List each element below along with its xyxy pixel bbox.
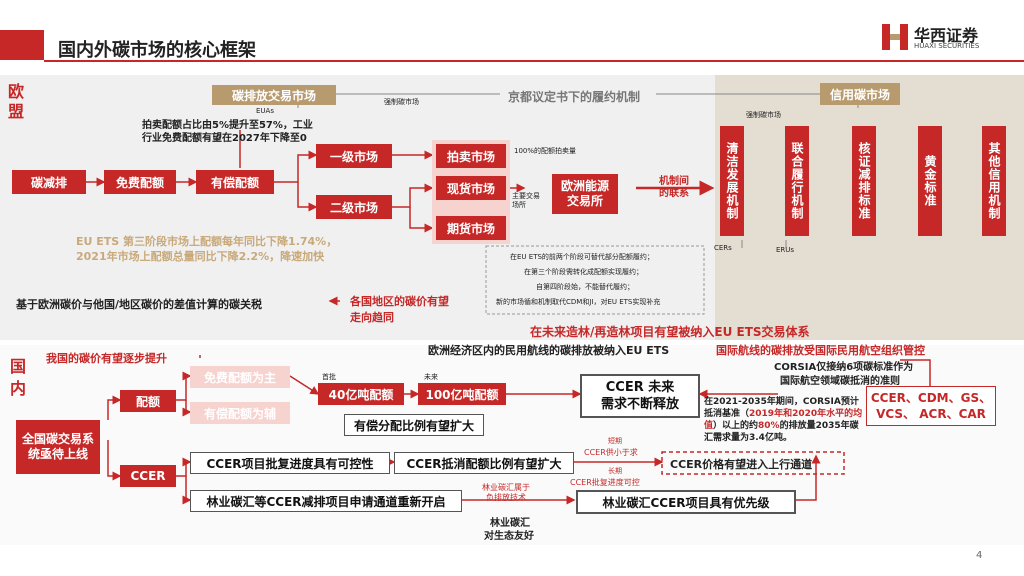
- credit-mechanism-other: 其他信用机制: [982, 126, 1006, 236]
- erus-label: ERUs: [776, 246, 795, 254]
- approval-control-label: CCER批复进度可控: [570, 478, 640, 487]
- corsia-line2: 国际航空领域碳抵消的准则: [780, 376, 900, 387]
- free-primary-box: 免费配额为主: [190, 366, 290, 388]
- auction-market-box: 拍卖市场: [436, 144, 506, 168]
- corsia-demand-line3: ）以上的约: [713, 421, 759, 431]
- brand-name-en: HUAXI SECURITIES: [914, 42, 980, 50]
- cap-note-line1: EU ETS 第三阶段市场上配额每年同比下降1.74%，: [76, 235, 338, 248]
- offset-note-3: 自第四阶段始，不能替代履约；: [536, 283, 634, 291]
- standards-line2: VCS、 ACR、CAR: [876, 407, 986, 421]
- price-rise-note: 我国的碳价有望逐步提升: [46, 352, 167, 365]
- offset-note-1: 在EU ETS的前两个阶段可替代部分配额履约；: [510, 253, 654, 261]
- paid-quota-box: 有偿配额: [196, 170, 274, 194]
- offset-note-4: 新的市场循和机制取代CDM和JI，对EU ETS实现补充: [496, 298, 661, 306]
- paid-secondary-box: 有偿配额为辅: [190, 402, 290, 424]
- cn-section-background: [0, 345, 1024, 545]
- kyoto-mechanism-label: 京都议定书下的履约机制: [508, 90, 641, 104]
- forestry-eco-line2: 对生态友好: [484, 531, 534, 542]
- free-quota-box: 免费配额: [104, 170, 176, 194]
- corsia-demand-text: 在2021-2035年期间，CORSIA预计抵消基准（2019年和2020年水平…: [704, 396, 864, 444]
- national-system-box: 全国碳交易系统亟待上线: [16, 420, 100, 474]
- linkage-label: 机制间的联系: [659, 176, 689, 199]
- futures-market-box: 期货市场: [436, 216, 506, 240]
- forestry-reopen-box: 林业碳汇等CCER减排项目申请通道重新开启: [190, 490, 462, 512]
- paid-expand-box: 有偿分配比例有望扩大: [344, 414, 484, 436]
- corsia-demand-line2: 计抵消基准（: [704, 397, 859, 419]
- auction-volume-note: 100%的配额拍卖量: [514, 147, 577, 155]
- page-title: 国内外碳市场的核心框架: [58, 40, 256, 61]
- corsia-demand-line5: 2035年碳汇需求量为3.4亿吨。: [704, 421, 859, 443]
- ccer-demand-line2: 需求不断释放: [600, 397, 679, 412]
- first-batch-label: 首批: [322, 373, 336, 381]
- long-term-label: 长期: [608, 467, 622, 475]
- cn-quota-box: 配额: [120, 390, 176, 412]
- credit-market-label: 信用碳市场: [820, 83, 900, 105]
- eu-region-label: 欧盟: [8, 82, 25, 121]
- corsia-demand-highlight: 2019年和2020年水平的均值: [704, 409, 863, 431]
- exchange-box: 欧洲能源交易所: [552, 174, 618, 214]
- credit-mechanism-gold: 黄金标准: [918, 126, 942, 236]
- convergence-line2: 走向趋同: [350, 311, 394, 324]
- corsia-demand-line1: 在2021-2035年期间，CORSIA预: [704, 397, 850, 407]
- forestry-belongs-line1: 林业碳汇属于: [482, 483, 530, 492]
- reforestation-note: 在未来造林/再造林项目有望被纳入EU ETS交易体系: [530, 325, 810, 339]
- aviation-eu-note: 欧洲经济区内的民用航线的碳排放被纳入EU ETS: [428, 344, 670, 357]
- carbon-reduction-box: 碳减排: [12, 170, 86, 194]
- ccer-approval-box: CCER项目批复进度具有可控性: [190, 452, 390, 474]
- corsia-demand-pct: 80%: [758, 421, 780, 431]
- ccer-demand-line1: CCER 未来: [605, 380, 675, 395]
- future-label: 未来: [424, 373, 438, 381]
- corsia-demand-line4: 的排放量: [779, 421, 816, 431]
- credit-mechanism-ver: 核证减排标准: [852, 126, 876, 236]
- convergence-line1: 各国地区的碳价有望: [350, 295, 449, 308]
- forestry-eco-line1: 林业碳汇: [490, 518, 530, 529]
- supply-short-label: CCER供小于求: [584, 448, 638, 457]
- credit-mechanism-ji: 联合履行机制: [785, 126, 809, 236]
- quota-100-box: 100亿吨配额: [418, 383, 506, 405]
- offset-note-2: 在第三个阶段需转化成配额实现履约；: [524, 268, 643, 276]
- aviation-intl-note: 国际航线的碳排放受国际民用航空组织管控: [716, 344, 925, 357]
- standards-line1: CCER、CDM、GS、: [870, 391, 992, 405]
- standards-box: CCER、CDM、GS、 VCS、 ACR、CAR: [866, 386, 996, 426]
- header-accent-bar: [0, 30, 44, 60]
- spot-market-box: 现货市场: [436, 176, 506, 200]
- brand-logo: [880, 22, 910, 52]
- primary-market-box: 一级市场: [316, 144, 392, 168]
- credit-mechanism-cdm: 清洁发展机制: [720, 126, 744, 236]
- ccer-offset-box: CCER抵消配额比例有望扩大: [394, 452, 574, 474]
- main-exchange-note: 主要交易场所: [512, 192, 540, 209]
- quota-40-box: 40亿吨配额: [318, 383, 404, 405]
- cbam-text: 基于欧洲碳价与他国/地区碳价的差值计算的碳关税: [16, 298, 263, 311]
- compulsory-market-note-right: 强制碳市场: [746, 111, 781, 119]
- brand-name: 华西证券: [914, 26, 979, 45]
- cn-ccer-box: CCER: [120, 465, 176, 487]
- forestry-belongs-line2: 负排放技术: [486, 493, 526, 502]
- quota-note-line2: 行业免费配额有望在2027年下降至0: [142, 133, 307, 144]
- eu-ets-label: 碳排放交易市场: [212, 85, 336, 105]
- cn-region-label: 国内: [10, 357, 27, 398]
- cers-label: CERs: [714, 244, 732, 252]
- short-term-label: 短期: [608, 437, 622, 445]
- corsia-line1: CORSIA仅接纳6项碳标准作为: [774, 362, 914, 373]
- page-number: 4: [976, 550, 983, 561]
- ccer-demand-box: CCER 未来 需求不断释放: [580, 374, 700, 418]
- secondary-market-box: 二级市场: [316, 195, 392, 219]
- cap-note-line2: 2021年市场上配额总量同比下降2.2%，降速加快: [76, 250, 325, 263]
- forestry-priority-box: 林业碳汇CCER项目具有优先级: [576, 490, 796, 514]
- header-rule: [44, 60, 1024, 62]
- price-up-box: CCER价格有望进入上行通道: [670, 458, 813, 471]
- quota-note-line1: 拍卖配额占比由5%提升至57%，工业: [142, 120, 313, 131]
- euas-label: EUAs: [256, 107, 274, 115]
- compulsory-market-note: 强制碳市场: [384, 98, 419, 106]
